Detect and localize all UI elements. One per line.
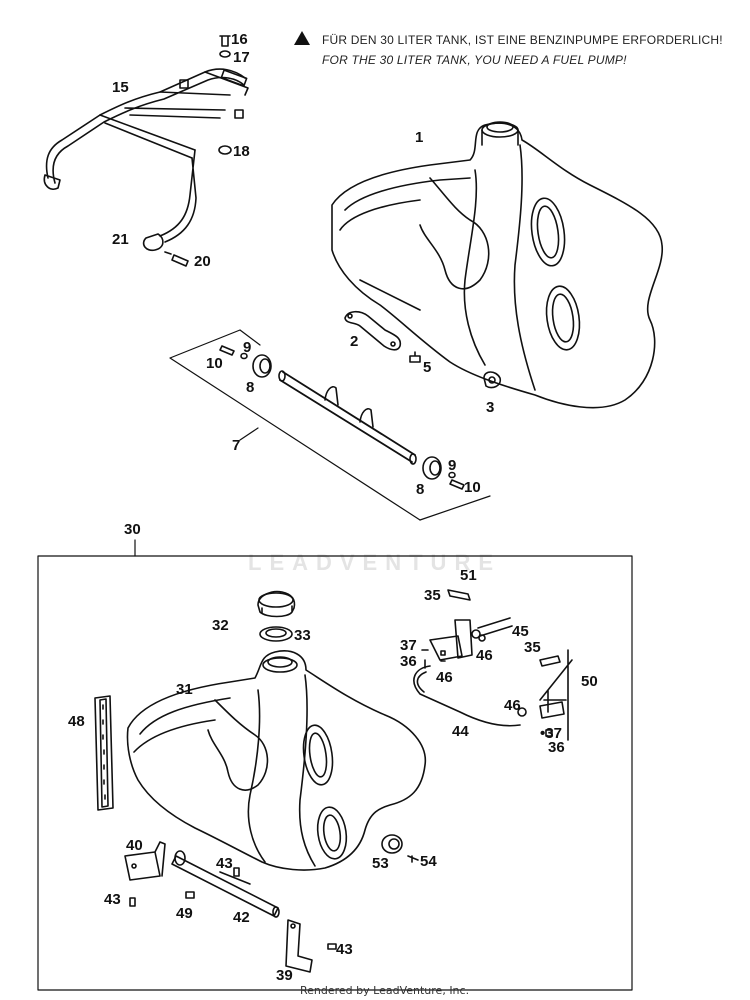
callout-16: 16 [231,31,248,48]
callout-36-left: 36 [400,653,417,670]
callout-18: 18 [233,143,250,160]
rubber-bushing-8-left [252,354,272,378]
nut-18 [218,145,232,155]
callout-9-left: 9 [243,339,251,356]
callout-32: 32 [212,617,229,634]
spacer-21 [142,233,164,252]
callout-40: 40 [126,837,143,854]
footer-credit: Rendered by LeadVenture, Inc. [300,984,470,997]
callout-42: 42 [233,909,250,926]
bracket-2 [344,310,402,351]
callout-43-mid: 43 [216,855,233,872]
bolt-43-a [129,897,136,907]
callout-3: 3 [486,399,494,416]
callout-35-right: 35 [524,639,541,656]
callout-43-bottom: 43 [336,941,353,958]
callout-53: 53 [372,855,389,872]
callout-20: 20 [194,253,211,270]
washer-9-right [448,471,456,479]
callout-10-left: 10 [206,355,223,372]
warning-triangle-icon [294,31,310,45]
clamp-49 [185,891,195,899]
callout-39: 39 [276,967,293,984]
sight-strip-48 [94,695,114,811]
note-english: FOR THE 30 LITER TANK, YOU NEED A FUEL P… [322,53,627,67]
fuel-tank-main [331,121,663,409]
callout-2: 2 [350,333,358,350]
callout-21: 21 [112,231,129,248]
callout-45: 45 [512,623,529,640]
frame-rail-42 [171,850,280,918]
callout-8-left: 8 [246,379,254,396]
screw-54 [407,855,419,863]
bolt-43-b [233,867,240,877]
callout-31: 31 [176,681,193,698]
callout-8-right: 8 [416,481,424,498]
gasket-33 [259,626,293,642]
callout-17: 17 [233,49,250,66]
grommet-53 [381,834,403,854]
bolt-43-c [327,943,337,950]
screw-5 [409,351,421,363]
washer-9-left [240,352,248,360]
luggage-rack [43,68,249,243]
callout-43-left: 43 [104,891,121,908]
callout-51: 51 [460,567,477,584]
callout-44: 44 [452,723,469,740]
callout-46-b: 46 [436,669,453,686]
bracket-40 [124,841,166,881]
callout-48: 48 [68,713,85,730]
callout-50: 50 [581,673,598,690]
clip-10-right [449,479,465,490]
callout-7: 7 [232,437,240,454]
kit-30-frame [37,555,633,991]
callout-1: 1 [415,129,423,146]
callout-15: 15 [112,79,129,96]
callout-33: 33 [294,627,311,644]
washer-17 [219,50,231,58]
fuel-tank-30l [126,650,427,871]
bracket-39 [285,919,313,973]
callout-37-right: •37 [540,725,562,742]
crossbar-assembly [169,329,491,521]
rubber-bushing-8-right [422,456,442,480]
callout-labels: 1 2 3 5 7 8 8 9 9 10 10 15 16 17 18 20 2… [68,31,598,984]
callout-10-right: 10 [464,479,481,496]
callout-54: 54 [420,853,437,870]
bolt-20 [164,251,189,267]
bolt-16 [219,35,231,47]
callout-30: 30 [124,521,141,538]
callout-35-top: 35 [424,587,441,604]
fuel-tap-assembly [413,589,573,741]
fitting-3 [483,371,502,389]
clip-10-left [219,345,235,356]
callout-37-left: 37 [400,637,417,654]
watermark: LEADVENTURE [248,550,502,575]
note-german: FÜR DEN 30 LITER TANK, IST EINE BENZINPU… [322,33,723,47]
fuel-cap-32 [257,590,296,618]
callout-9-right: 9 [448,457,456,474]
callout-46-c: 46 [504,697,521,714]
callout-49: 49 [176,905,193,922]
callout-5: 5 [423,359,431,376]
callout-46-a: 46 [476,647,493,664]
callout-36-right: 36 [548,739,565,756]
